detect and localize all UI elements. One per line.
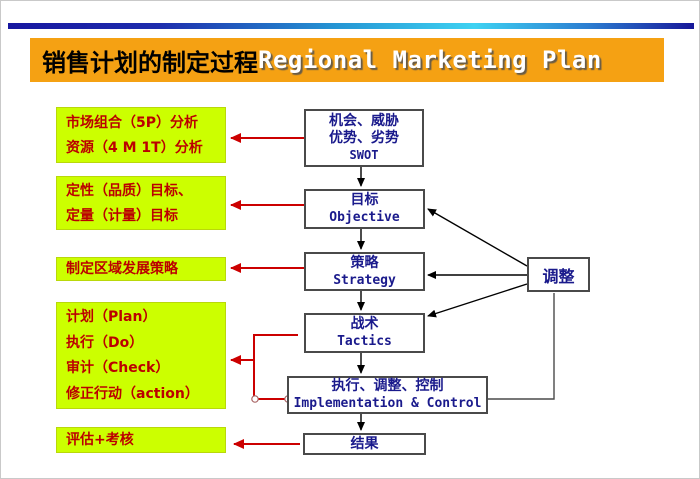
left-box-line: 审计（Check） [66,360,170,376]
arrow-adjust-to-tactics [427,283,528,318]
left-box-line: 执行（Do） [66,334,144,351]
left-box-objectives: 定性（品质）目标、 定量（计量）目标 [56,176,226,230]
flow-box-strategy: 策略 Strategy [304,252,425,291]
left-box-line: 资源（4 M 1T）分析 [66,140,203,156]
left-box-pdca: 计划（Plan） 执行（Do） 审计（Check） 修正行动（action） [56,302,226,409]
flow-box-objective: 目标 Objective [304,189,425,229]
flow-box-label: 结果 [350,436,379,452]
left-box-evaluation: 评估+考核 [56,427,226,453]
page-title-zh: 销售计划的制定过程 [42,48,258,77]
flow-box-label-en: Tactics [337,334,392,349]
left-box-regional-strategy: 制定区域发展策略 [56,257,226,281]
left-box-line: 市场组合（5P）分析 [66,115,199,131]
flow-box-label-en: Strategy [333,272,396,288]
adjust-box: 调整 [527,257,590,292]
flow-box-result: 结果 [303,433,426,455]
flow-box-label: 策略 [350,254,379,271]
flow-box-tactics: 战术 Tactics [304,313,425,353]
flow-box-label: 战术 [350,316,379,332]
flow-box-label: 优势、劣势 [329,129,399,146]
flow-box-implementation: 执行、调整、控制 Implementation & Control [287,376,488,414]
left-box-line: 评估+考核 [66,432,134,448]
adjust-box-label: 调整 [542,266,575,286]
page-title-en: Regional Marketing Plan [258,46,602,74]
arrow-adjust-to-objective [427,208,528,267]
flow-box-label-en: Implementation & Control [293,396,482,411]
left-box-line: 修正行动（action） [66,385,199,402]
flow-box-label: 执行、调整、控制 [331,378,444,394]
connector-dot-left [251,395,259,403]
left-box-line: 计划（Plan） [66,309,157,325]
connector-implementation-to-adjust [488,293,555,400]
flow-box-swot: 机会、威胁 优势、劣势 SWOT [304,109,424,167]
left-box-market-analysis: 市场组合（5P）分析 资源（4 M 1T）分析 [56,107,226,163]
flow-box-label-en: Objective [329,210,400,225]
left-box-line: 定量（计量）目标 [66,208,178,224]
left-box-line: 制定区域发展策略 [66,261,178,277]
decorative-gradient-rule [8,23,694,29]
flow-box-label: 目标 [350,192,379,208]
flow-box-label: 机会、威胁 [329,112,399,129]
left-box-line: 定性（品质）目标、 [66,183,192,199]
flow-box-label-en: SWOT [349,147,379,162]
